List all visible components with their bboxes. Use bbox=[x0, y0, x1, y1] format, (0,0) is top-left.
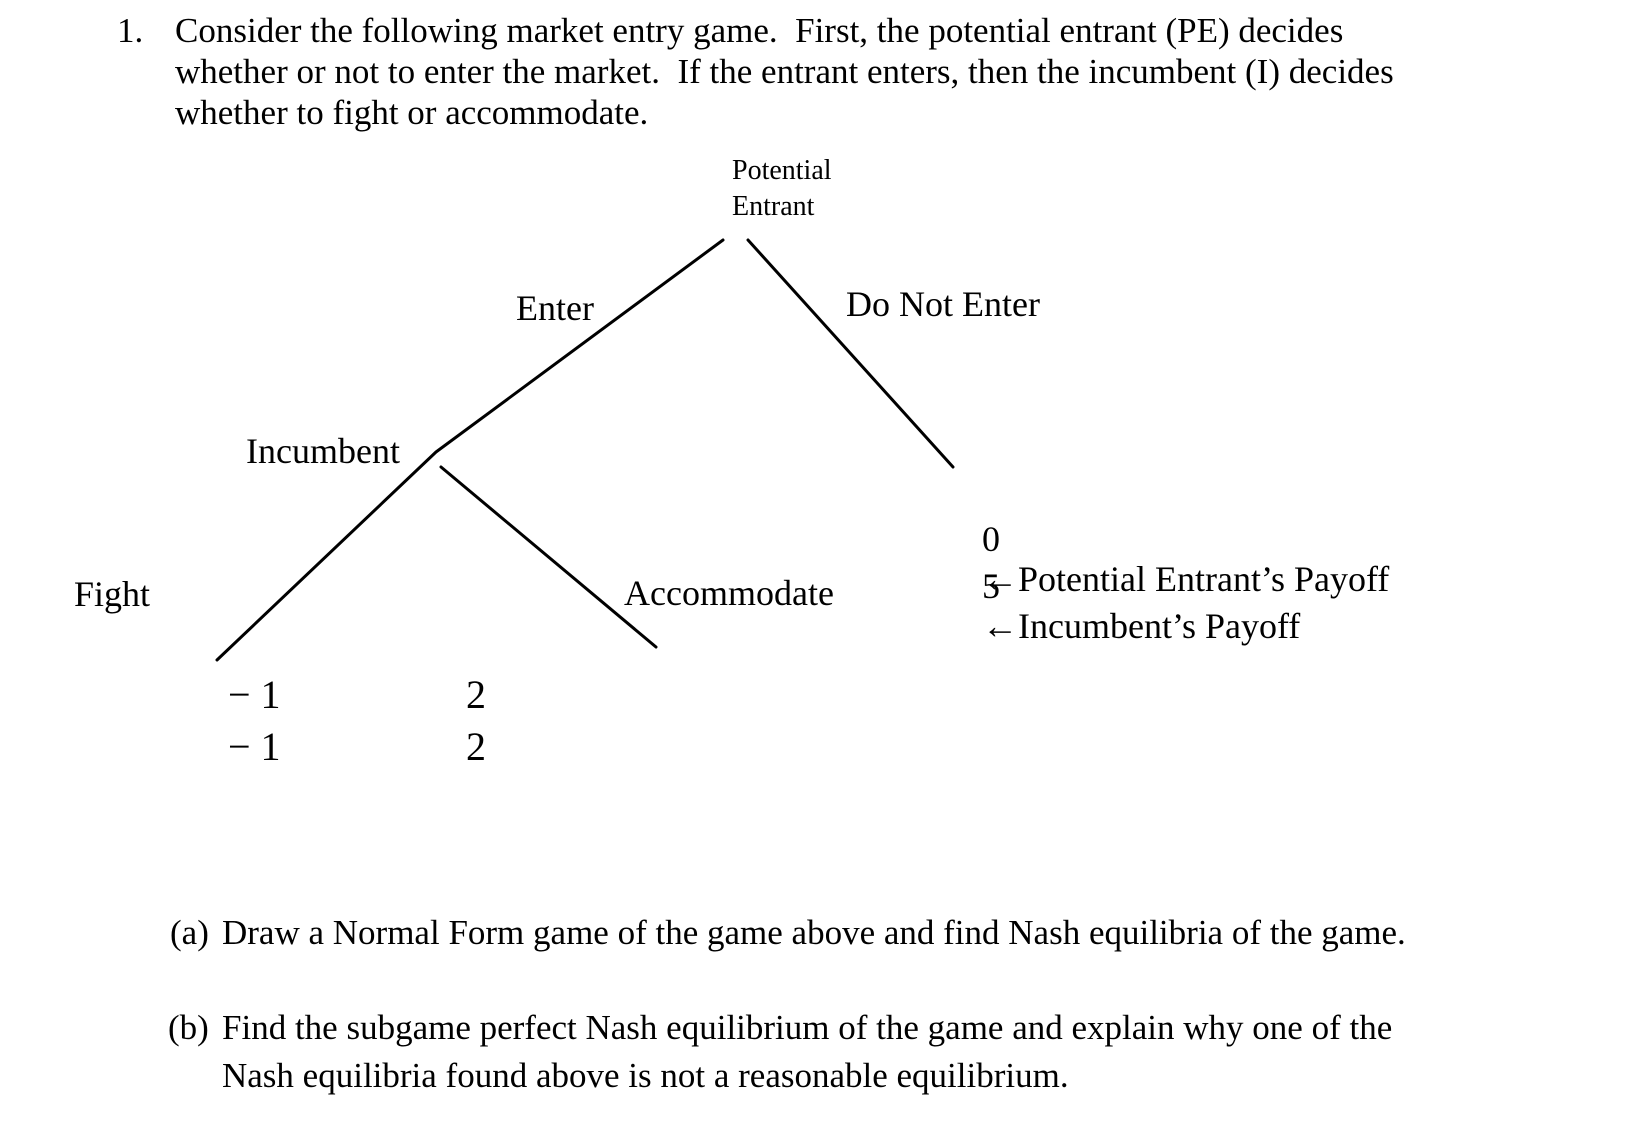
question-a-text: Draw a Normal Form game of the game abov… bbox=[222, 913, 1406, 952]
payoff-accommodate-entrant: 2 bbox=[466, 672, 486, 717]
branch-enter-fight-line bbox=[215, 238, 725, 662]
branch-accommodate-line bbox=[439, 465, 658, 649]
payoff-do-not-enter-entrant: 0 ←Potential Entrant’s Payoff bbox=[946, 479, 1389, 639]
payoff-arrow-note-entrant: ←Potential Entrant’s Payoff bbox=[982, 559, 1390, 599]
branch-label-enter: Enter bbox=[516, 288, 594, 328]
payoff-fight-incumbent: − 1 bbox=[228, 724, 281, 769]
problem-statement: Consider the following market entry game… bbox=[175, 11, 1394, 132]
payoff-value-incumbent: 5 bbox=[982, 566, 1000, 606]
payoff-arrow-note-incumbent: ←Incumbent’s Payoff bbox=[982, 606, 1301, 646]
payoff-do-not-enter-incumbent: 5 ←Incumbent’s Payoff bbox=[946, 526, 1300, 686]
question-b-label: (b) bbox=[168, 1008, 209, 1047]
branch-do-not-enter-line bbox=[746, 238, 955, 469]
payoff-value-entrant: 0 bbox=[982, 519, 1000, 559]
branch-label-fight: Fight bbox=[74, 574, 151, 614]
node-potential-entrant: Potential Entrant bbox=[732, 155, 832, 222]
question-b-text: Find the subgame perfect Nash equilibriu… bbox=[222, 1008, 1393, 1095]
payoff-fight-entrant: − 1 bbox=[228, 672, 281, 717]
question-a-label: (a) bbox=[170, 913, 209, 952]
payoff-accommodate-incumbent: 2 bbox=[466, 724, 486, 769]
node-incumbent: Incumbent bbox=[246, 431, 400, 471]
branch-label-do-not-enter: Do Not Enter bbox=[846, 284, 1040, 324]
problem-number: 1. bbox=[117, 11, 144, 50]
branch-label-accommodate: Accommodate bbox=[624, 573, 834, 613]
